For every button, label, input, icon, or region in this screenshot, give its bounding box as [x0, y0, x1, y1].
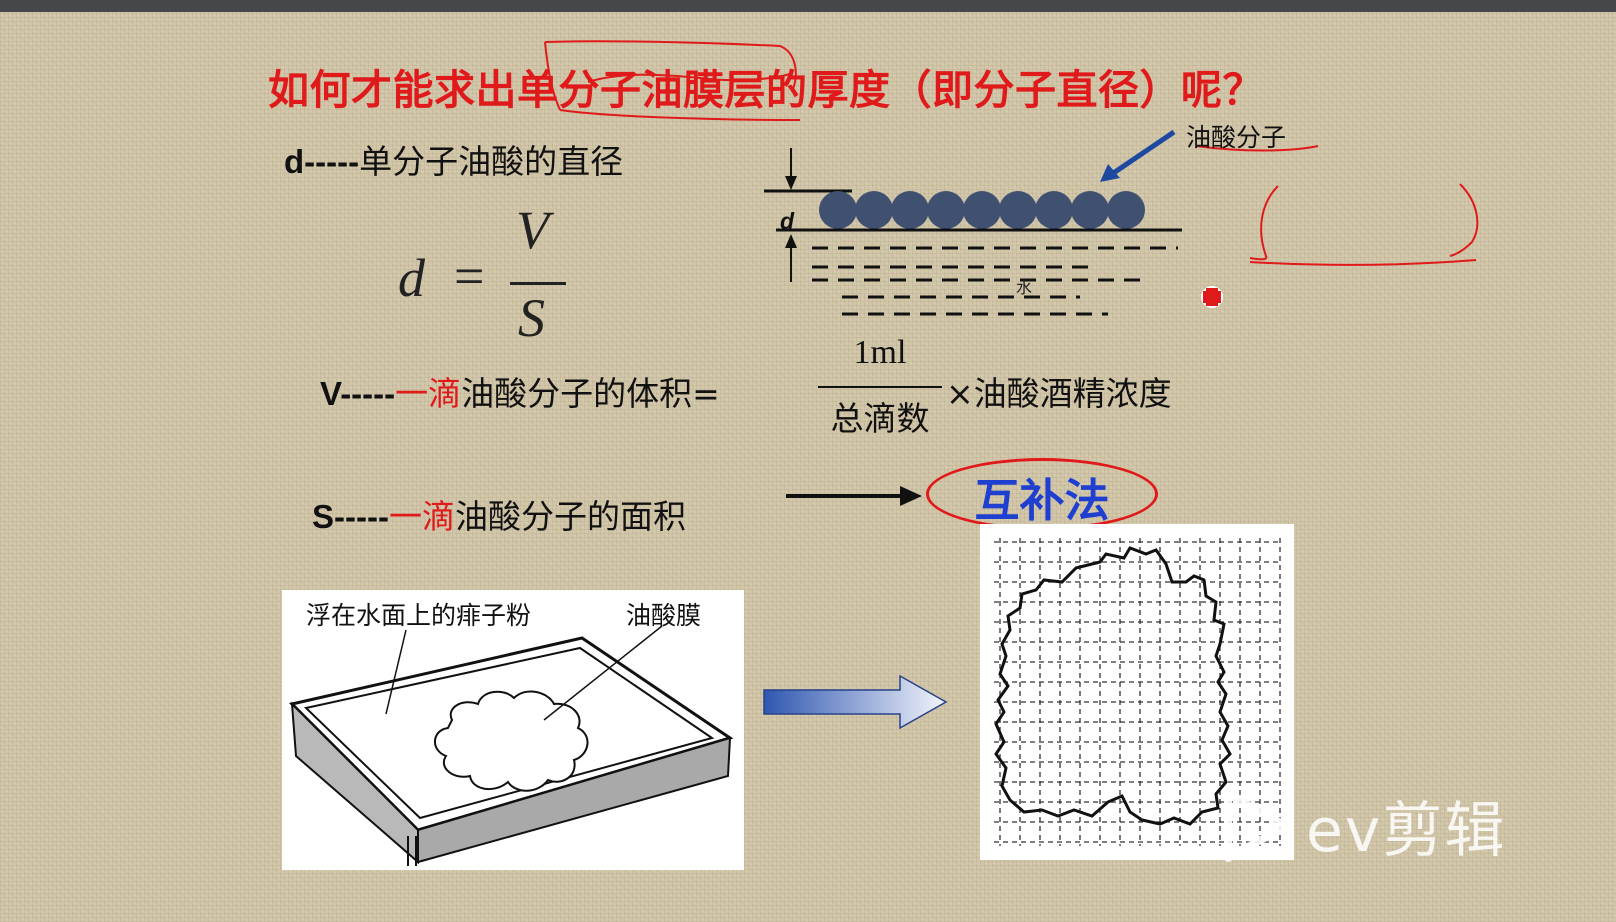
diagram-water-label: 水	[1016, 278, 1033, 297]
complement-method-badge: 互补法	[926, 458, 1158, 530]
formula-fraction-bar	[510, 282, 566, 285]
v-prefix: V-----	[320, 375, 396, 412]
v-fraction-numerator: 1ml	[853, 334, 907, 371]
d-prefix: d-----	[284, 143, 360, 180]
tray-illustration	[289, 625, 734, 866]
formula-numerator: V	[516, 200, 549, 260]
v-fraction-bar	[818, 386, 942, 388]
formula-lhs: d	[398, 248, 425, 308]
formula-d-equals-v-over-s: d = V S	[398, 200, 578, 357]
s-text: 油酸分子的面积	[454, 497, 686, 536]
formula-denominator: S	[518, 288, 545, 348]
s-highlight: 一滴	[388, 497, 455, 536]
film-label: 油酸膜	[626, 601, 702, 630]
s-definition: S-----一滴油酸分子的面积	[312, 490, 686, 538]
watermark-text: ev剪辑	[1306, 796, 1507, 866]
slide-title: 如何才能求出单分子油膜层的厚度（即分子直径）呢？	[268, 66, 1264, 114]
v-fraction-denominator: 总滴数	[830, 399, 930, 438]
slide-canvas: 如何才能求出单分子油膜层的厚度（即分子直径）呢？ d-----单分子油酸的直径 …	[0, 12, 1616, 922]
play-logo-icon	[1224, 790, 1290, 862]
diagram-molecule-label: 油酸分子	[1186, 123, 1287, 152]
d-definition: d-----单分子油酸的直径	[284, 135, 623, 183]
window-top-bar	[0, 0, 1616, 12]
powder-label: 浮在水面上的痱子粉	[306, 601, 532, 630]
s-prefix: S-----	[312, 498, 389, 535]
v-text: 油酸分子的体积=	[461, 374, 720, 413]
complement-method-text: 互补法	[974, 474, 1110, 527]
tray-illustration-panel: 浮在水面上的痱子粉 油酸膜	[282, 590, 744, 870]
diagram-d-label: d	[780, 208, 795, 234]
v-highlight: 一滴	[395, 374, 462, 413]
formula-equals: =	[454, 246, 485, 306]
v-definition: V-----一滴油酸分子的体积=	[320, 367, 720, 415]
v-fraction: 1ml 总滴数	[818, 334, 942, 444]
d-text: 单分子油酸的直径	[359, 142, 624, 181]
v-concentration: ×油酸酒精浓度	[946, 374, 1172, 413]
ev-watermark: ev剪辑	[1216, 776, 1546, 866]
grid-film-outline	[994, 538, 1281, 846]
